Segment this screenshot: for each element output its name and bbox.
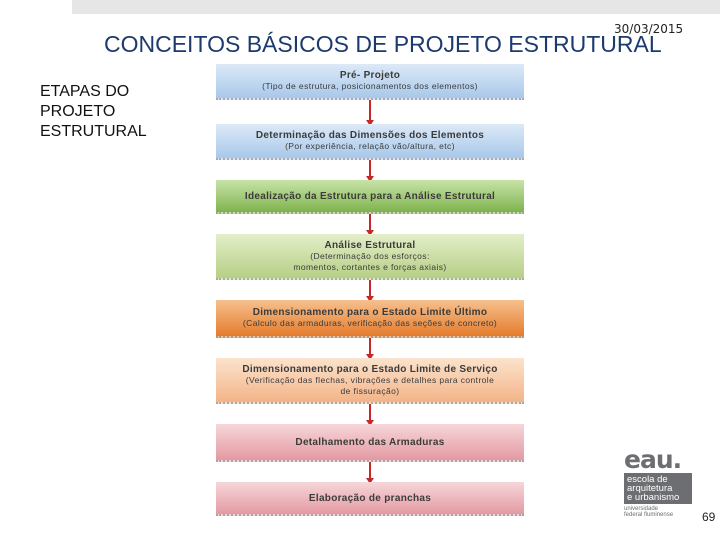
stage-title: Análise Estrutural	[324, 239, 416, 251]
slide-title: CONCEITOS BÁSICOS DE PROJETO ESTRUTURAL	[104, 31, 662, 57]
logo-university: universidade federal fluminense	[624, 506, 694, 518]
stage-box-analise: Análise Estrutural (Determinação dos esf…	[216, 234, 524, 280]
flow-connector	[369, 100, 371, 124]
flow-connector	[369, 280, 371, 300]
flow-connector	[369, 160, 371, 180]
page-number: 69	[702, 510, 716, 524]
stage-box-idealizacao: Idealização da Estrutura para a Análise …	[216, 180, 524, 214]
flow-connector	[369, 462, 371, 482]
stage-subtitle: (Verificação das flechas, vibrações e de…	[245, 374, 495, 385]
logo-school-block: escola de arquitetura e urbanismo	[624, 473, 692, 504]
section-label: ETAPAS DO PROJETO ESTRUTURAL	[40, 82, 147, 142]
flow-arrow-icon	[366, 176, 374, 182]
stage-title: Idealização da Estrutura para a Análise …	[244, 190, 496, 202]
top-banner	[72, 0, 720, 14]
stage-title: Dimensionamento para o Estado Limite de …	[242, 363, 498, 375]
flow-arrow-icon	[366, 420, 374, 426]
flow-arrow-icon	[366, 296, 374, 302]
flow-connector	[369, 214, 371, 234]
stage-subtitle: (Por experiência, relação vão/altura, et…	[285, 141, 455, 151]
stage-box-els: Dimensionamento para o Estado Limite de …	[216, 358, 524, 404]
stage-title: Dimensionamento para o Estado Limite Últ…	[252, 307, 488, 318]
project-stages-flowchart: Pré- Projeto (Tipo de estrutura, posicio…	[212, 64, 532, 516]
section-label-line: PROJETO	[40, 103, 116, 120]
flow-arrow-icon	[366, 354, 374, 360]
stage-title: Detalhamento das Armaduras	[295, 436, 445, 448]
logo-line: arquitetura	[627, 483, 673, 494]
stage-title: Determinação das Dimensões dos Elementos	[255, 130, 485, 141]
logo-uni-line: federal fluminense	[624, 512, 674, 518]
eau-logo: eau. escola de arquitetura e urbanismo u…	[624, 445, 694, 522]
stage-title: Elaboração de pranchas	[308, 492, 432, 504]
logo-line: e urbanismo	[627, 492, 680, 503]
flow-connector	[369, 338, 371, 358]
stage-title: Pré- Projeto	[339, 70, 401, 81]
stage-subtitle: (Calculo das armaduras, verificação das …	[242, 318, 498, 328]
logo-wordmark: eau.	[624, 445, 682, 474]
slide-date: 30/03/2015	[614, 22, 684, 36]
stage-subtitle: de fissuração)	[340, 385, 400, 396]
stage-box-detalhamento: Detalhamento das Armaduras	[216, 424, 524, 462]
flow-connector	[369, 404, 371, 424]
section-label-line: ESTRUTURAL	[40, 123, 147, 140]
flow-arrow-icon	[366, 478, 374, 484]
stage-box-elu: Dimensionamento para o Estado Limite Últ…	[216, 300, 524, 338]
logo-uni-line: universidade	[624, 506, 659, 512]
flow-arrow-icon	[366, 230, 374, 236]
logo-line: escola de	[627, 474, 668, 485]
flow-arrow-icon	[366, 120, 374, 126]
stage-box-pre-projeto: Pré- Projeto (Tipo de estrutura, posicio…	[216, 64, 524, 100]
stage-subtitle: momentos, cortantes e forças axiais)	[293, 261, 447, 272]
stage-subtitle: (Determinação dos esforços:	[310, 250, 430, 261]
stage-box-pranchas: Elaboração de pranchas	[216, 482, 524, 516]
section-label-line: ETAPAS DO	[40, 83, 130, 100]
stage-box-dimensoes: Determinação das Dimensões dos Elementos…	[216, 124, 524, 160]
stage-subtitle: (Tipo de estrutura, posicionamentos dos …	[262, 81, 478, 91]
